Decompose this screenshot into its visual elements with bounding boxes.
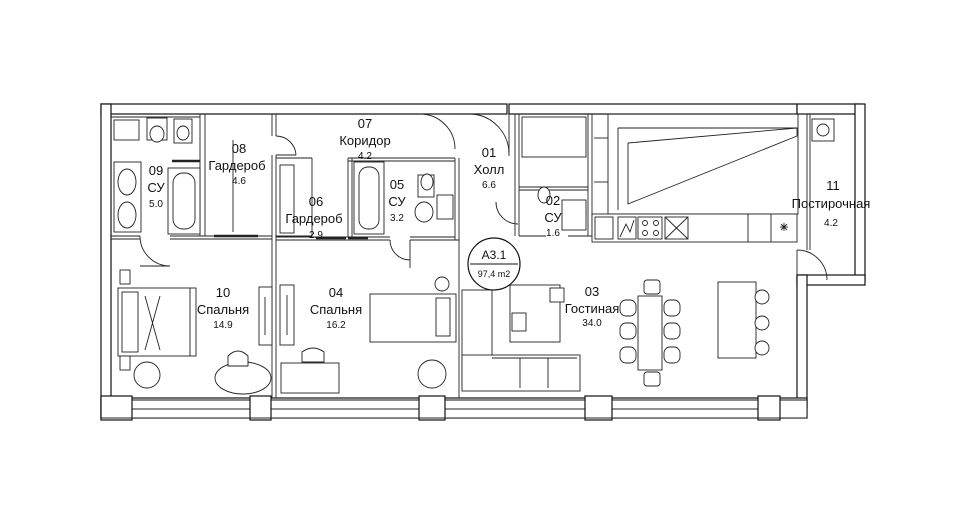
room-number: 03	[585, 284, 599, 299]
room-number: 06	[309, 194, 323, 209]
room-name: Постирочная	[792, 196, 871, 211]
room-name: Холл	[474, 162, 505, 177]
room-label-10: 10 Спальня 14.9	[197, 285, 249, 331]
room-label-06: 06 Гардероб 2.9	[285, 194, 342, 241]
room-label-04: 04 Спальня 16.2	[310, 285, 362, 331]
kitchen-counter	[591, 213, 798, 243]
apartment-badge: А3.1 97,4 m2	[467, 237, 521, 291]
room-area: 4.2	[358, 151, 372, 162]
room-number: 04	[329, 285, 343, 300]
apartment-area: 97,4 m2	[478, 269, 511, 279]
room-label-03: 03 Гостиная 34.0	[565, 284, 620, 329]
room-name: СУ	[147, 180, 165, 195]
room-area: 6.6	[482, 180, 496, 191]
room-name: Гостиная	[565, 301, 620, 316]
room-area: 5.0	[149, 199, 163, 210]
room-number: 07	[358, 116, 372, 131]
apartment-code: А3.1	[482, 248, 507, 262]
room-label-01: 01 Холл 6.6	[474, 145, 505, 191]
room-area: 16.2	[326, 320, 346, 331]
room-label-09: 09 СУ 5.0	[147, 163, 165, 210]
bath-02-fixtures	[537, 186, 587, 231]
room-area: 4.2	[824, 218, 838, 229]
room-area: 14.9	[213, 320, 233, 331]
room-number: 10	[216, 285, 230, 300]
room-number: 02	[546, 193, 560, 208]
room-name: Спальня	[310, 302, 362, 317]
laundry-fixtures	[780, 118, 835, 231]
room-area: 2.9	[309, 230, 323, 241]
room-label-08: 08 Гардероб 4.6	[208, 141, 265, 187]
interior-walls	[111, 113, 811, 398]
room-label-02: 02 СУ 1.6	[544, 193, 562, 239]
room-name: Спальня	[197, 302, 249, 317]
bath-09-fixtures	[113, 117, 201, 235]
room-name: СУ	[388, 194, 406, 209]
room-area: 1.6	[546, 228, 560, 239]
room-number: 11	[826, 178, 840, 193]
room-label-05: 05 СУ 3.2	[388, 177, 406, 224]
room-area: 34.0	[582, 318, 602, 329]
windows	[100, 395, 808, 421]
room-label-07: 07 Коридор 4.2	[339, 116, 390, 162]
room-area: 4.6	[232, 176, 246, 187]
room-number: 05	[390, 177, 404, 192]
room-number: 09	[149, 163, 163, 178]
bedroom-04-furniture	[279, 276, 457, 394]
room-name: Коридор	[339, 133, 390, 148]
room-name: Гардероб	[208, 158, 265, 173]
room-label-11: 11 Постирочная 4.2	[792, 178, 871, 229]
room-labels: 01 Холл 6.6 02 СУ 1.6 03 Гостиная 34.0 0…	[147, 116, 870, 331]
room-number: 08	[232, 141, 246, 156]
room-name: Гардероб	[285, 211, 342, 226]
bedroom-10-furniture	[117, 269, 273, 395]
wardrobe-06-rail	[279, 164, 295, 234]
room-number: 01	[482, 145, 496, 160]
room-name: СУ	[544, 210, 562, 225]
bath-05-fixtures	[353, 161, 454, 235]
room-area: 3.2	[390, 213, 404, 224]
doors	[139, 113, 828, 281]
living-room-furniture	[461, 279, 770, 392]
